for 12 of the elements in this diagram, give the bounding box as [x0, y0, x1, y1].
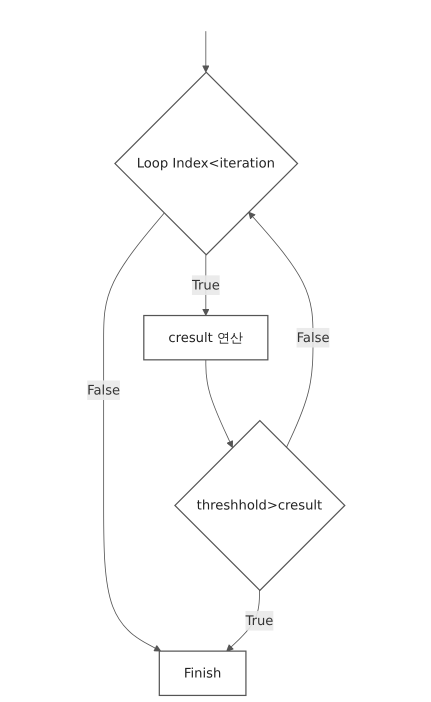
node-box: cresult 연산 [142, 314, 268, 360]
node-diamond: threshhold>cresult [174, 420, 346, 592]
arrow [204, 359, 233, 448]
node-box: Finish [158, 650, 246, 696]
edge-label: True [191, 276, 220, 293]
edge-label: False [86, 382, 120, 398]
arrow [202, 30, 209, 73]
arrow [102, 212, 164, 652]
edge-label: False [296, 329, 330, 346]
edge-label: True [245, 612, 273, 628]
node-diamond: Loop Index<iteration [114, 71, 298, 256]
arrow [248, 212, 313, 448]
